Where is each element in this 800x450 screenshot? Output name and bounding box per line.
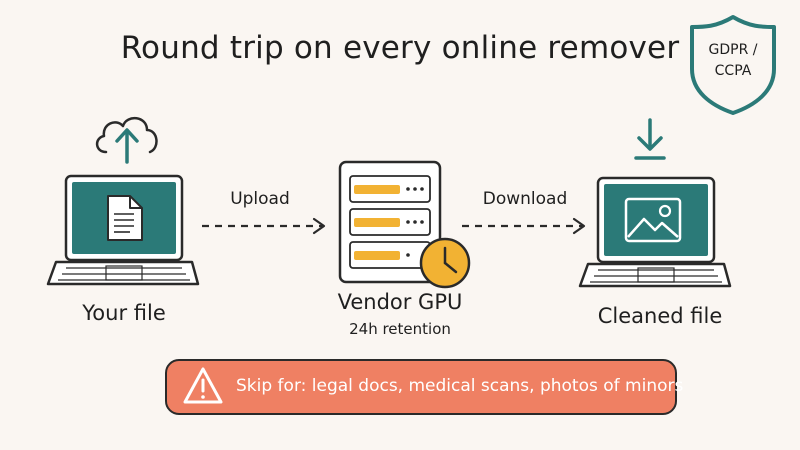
warning-banner	[165, 359, 677, 415]
clock-icon	[419, 237, 471, 289]
download-label: Download	[482, 189, 568, 209]
warning-text: Skip for: legal docs, medical scans, pho…	[236, 376, 684, 396]
page-title: Round trip on every online remover	[120, 30, 680, 66]
download-arrow-icon	[634, 118, 666, 160]
server-sublabel: 24h retention	[349, 320, 451, 338]
shield-icon	[690, 15, 776, 115]
server-label: Vendor GPU	[337, 290, 463, 314]
upload-arrow	[202, 217, 326, 235]
cloud-upload-icon	[95, 117, 158, 164]
download-arrow	[462, 217, 586, 235]
compliance-badge: GDPR / CCPA	[688, 40, 778, 82]
badge-line-1: GDPR /	[708, 42, 758, 58]
source-label: Your file	[82, 301, 166, 325]
upload-label: Upload	[230, 189, 290, 209]
server-icon	[338, 160, 442, 284]
result-label: Cleaned file	[597, 304, 723, 328]
image-icon	[624, 197, 682, 243]
document-icon	[107, 195, 143, 241]
badge-line-2: CCPA	[714, 63, 752, 79]
warning-triangle-icon	[183, 367, 223, 404]
